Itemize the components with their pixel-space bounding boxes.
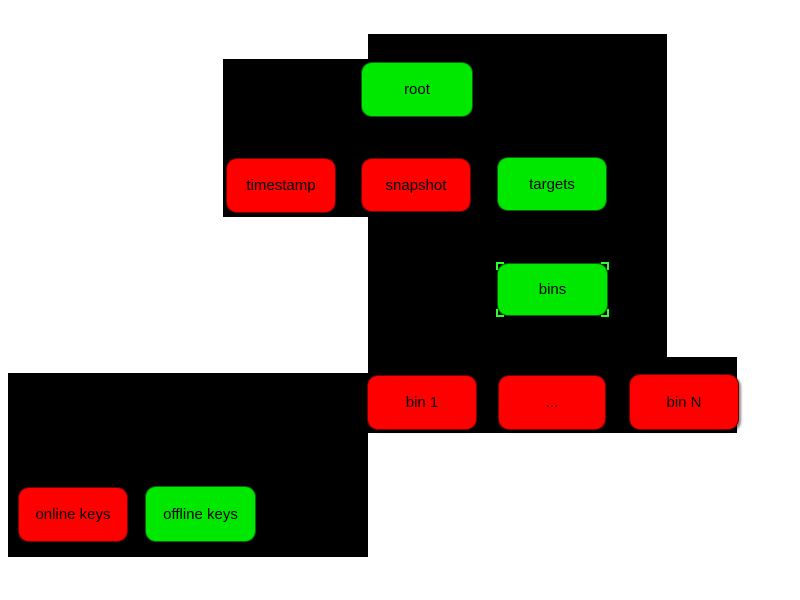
node-bin-n-label: bin N xyxy=(666,393,702,411)
node-bin-ellipsis-label: ... xyxy=(545,394,559,411)
node-targets[interactable]: targets xyxy=(497,157,607,211)
node-timestamp[interactable]: timestamp xyxy=(226,158,336,213)
node-bin-n[interactable]: bin N xyxy=(629,374,739,430)
node-timestamp-label: timestamp xyxy=(246,177,316,194)
selection-handle-top-left[interactable] xyxy=(496,262,504,270)
node-bin-1-label: bin 1 xyxy=(405,394,439,411)
legend-online-keys-label: online keys xyxy=(35,506,111,523)
selection-handle-bottom-left[interactable] xyxy=(496,309,504,317)
selection-handle-bottom-right[interactable] xyxy=(601,309,609,317)
node-bin-ellipsis[interactable]: ... xyxy=(498,375,606,430)
legend-online-keys: online keys xyxy=(18,487,128,542)
node-targets-label: targets xyxy=(529,175,575,193)
node-root-label: root xyxy=(404,81,430,98)
legend-offline-keys: offline keys xyxy=(145,486,256,542)
node-snapshot-label: snapshot xyxy=(385,176,447,194)
node-bins[interactable]: bins xyxy=(496,262,609,317)
legend-offline-keys-label: offline keys xyxy=(163,505,238,523)
node-bins-label: bins xyxy=(538,281,567,298)
node-bin-1[interactable]: bin 1 xyxy=(367,375,477,430)
selection-handle-top-right[interactable] xyxy=(601,262,609,270)
node-snapshot[interactable]: snapshot xyxy=(361,158,471,212)
node-root[interactable]: root xyxy=(361,62,473,117)
